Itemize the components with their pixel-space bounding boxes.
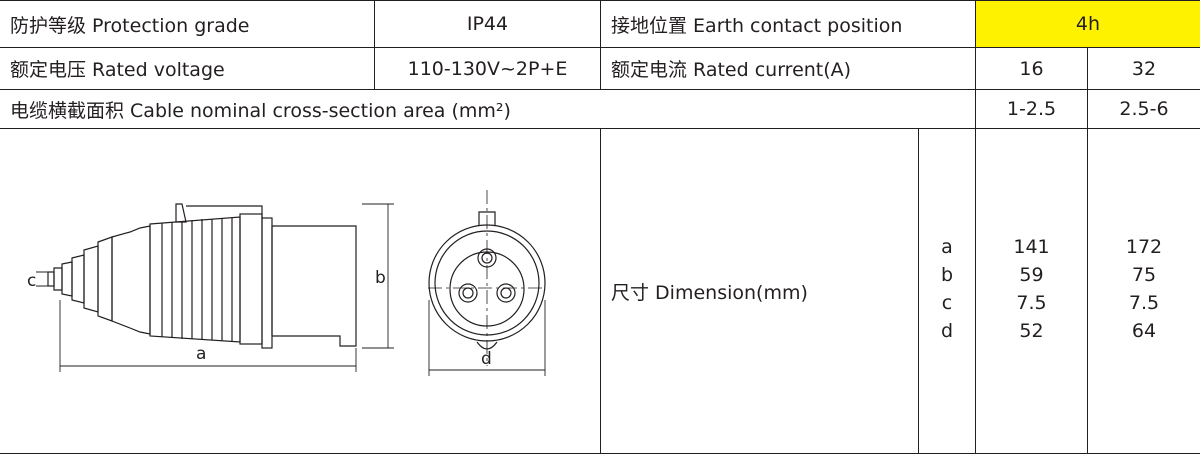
dim-label-b: b xyxy=(375,268,386,288)
plug-technical-drawing: a b c d xyxy=(27,190,546,376)
cable-area-16: 1-2.5 xyxy=(1006,98,1057,120)
rated-current-label: 额定电流 Rated current(A) xyxy=(611,59,852,81)
dim-label-c: c xyxy=(27,271,36,291)
dimension-values-16: 141 59 7.5 52 xyxy=(976,233,1087,345)
plug-front-view xyxy=(428,190,546,366)
dim-16-d: 52 xyxy=(1019,320,1044,342)
cable-area-label: 电缆横截面积 Cable nominal cross-section area … xyxy=(10,99,511,122)
dim-16-a: 141 xyxy=(1013,236,1050,258)
dim-label-d: d xyxy=(481,349,492,369)
dimension-lines-side xyxy=(36,203,394,372)
dimension-lines-front xyxy=(428,300,546,376)
rated-voltage-label: 额定电压 Rated voltage xyxy=(10,59,225,81)
plug-side-view xyxy=(47,203,357,349)
protection-grade-label: 防护等级 Protection grade xyxy=(10,14,250,37)
dim-key-b: b xyxy=(940,264,954,286)
dim-32-a: 172 xyxy=(1125,236,1163,258)
earth-contact-label: 接地位置 Earth contact position xyxy=(611,14,903,37)
rated-current-16: 16 xyxy=(1019,57,1044,80)
dim-32-b: 75 xyxy=(1131,264,1157,286)
dim-16-c: 7.5 xyxy=(1016,292,1047,314)
rated-current-32: 32 xyxy=(1131,57,1157,80)
dim-key-d: d xyxy=(940,320,954,342)
dim-16-b: 59 xyxy=(1019,264,1044,286)
dimension-values-32: 172 75 7.5 64 xyxy=(1088,233,1200,345)
dimension-label: 尺寸 Dimension(mm) xyxy=(611,281,808,304)
dim-key-a: a xyxy=(941,236,953,258)
earth-contact-value: 4h xyxy=(976,1,1200,47)
dim-32-c: 7.5 xyxy=(1128,292,1160,314)
rated-voltage-value: 110-130V~2P+E xyxy=(407,57,568,80)
dim-key-c: c xyxy=(941,292,953,314)
cable-area-32: 2.5-6 xyxy=(1119,98,1169,120)
dimension-keys: a b c d xyxy=(919,233,975,345)
dim-label-a: a xyxy=(196,344,206,364)
protection-grade-value: IP44 xyxy=(466,13,509,35)
dim-32-d: 64 xyxy=(1131,320,1157,342)
